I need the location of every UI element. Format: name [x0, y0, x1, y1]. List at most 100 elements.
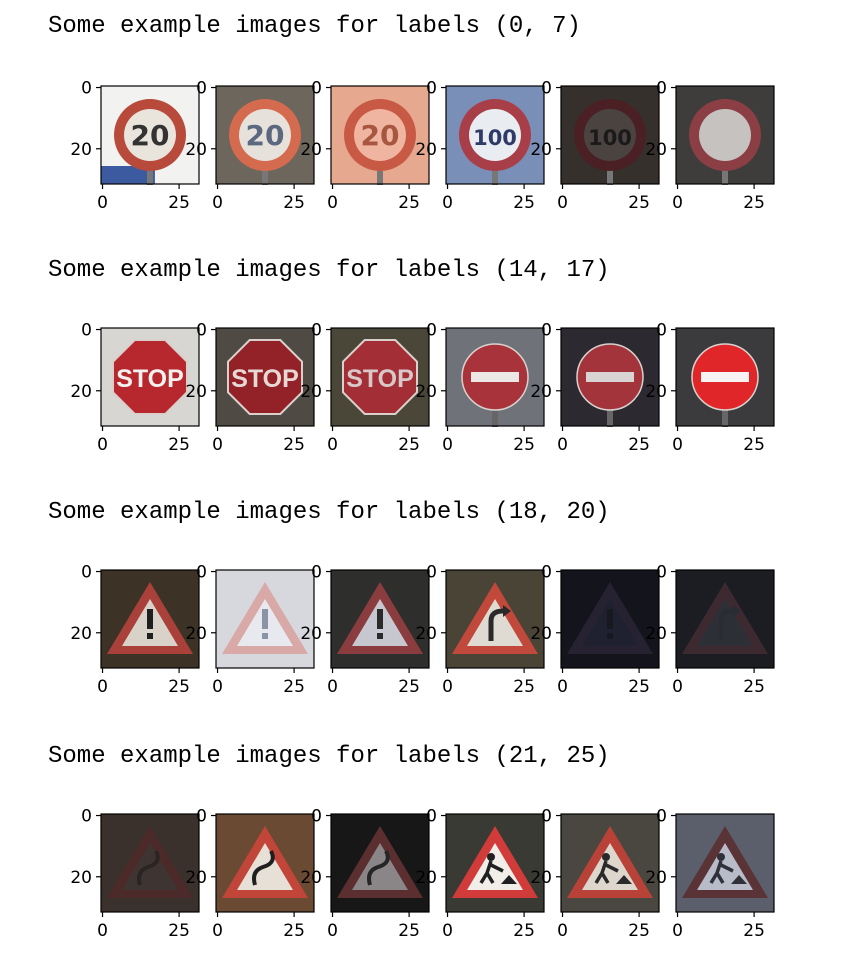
- curve-arrowhead: [733, 605, 741, 617]
- axes-frame: [330, 327, 430, 427]
- axes-frame: [560, 327, 660, 427]
- sign-pole: [377, 165, 383, 185]
- sign-pole: [607, 165, 613, 185]
- y-tick-label: 0: [311, 321, 322, 341]
- sign-face: [124, 109, 176, 161]
- curve-arrow: [488, 608, 504, 641]
- x-tick-label: 0: [442, 193, 453, 213]
- x-tick-label: 25: [283, 435, 305, 455]
- sign-pole: [147, 165, 153, 185]
- sign-face: [354, 109, 406, 161]
- x-tick-label: 25: [628, 921, 650, 941]
- x-tick-label: 0: [557, 193, 568, 213]
- axes-frame: [445, 327, 545, 427]
- warning-face: [467, 599, 523, 646]
- double-curve-symbol: [252, 850, 275, 886]
- double-curve-symbol: [367, 850, 390, 886]
- y-tick-label: 0: [311, 79, 322, 99]
- axes-frame: [560, 813, 660, 913]
- axes-frame: [330, 813, 430, 913]
- exclaim-dot: [607, 633, 613, 639]
- y-tick-label: 20: [70, 868, 92, 888]
- x-tick-label: 25: [168, 435, 190, 455]
- axes-frame: [675, 327, 775, 427]
- worker-body: [479, 860, 504, 884]
- axes-frame: [330, 569, 430, 669]
- axes-frame: [215, 813, 315, 913]
- x-tick-label: 0: [97, 435, 108, 455]
- y-tick-label: 20: [530, 140, 552, 160]
- worker-head: [487, 853, 495, 861]
- noentry-bar: [586, 372, 634, 382]
- y-tick-label: 20: [415, 382, 437, 402]
- y-tick-label: 20: [300, 140, 322, 160]
- x-tick-label: 0: [97, 193, 108, 213]
- y-tick-label: 20: [70, 624, 92, 644]
- y-tick-label: 20: [300, 624, 322, 644]
- worker-body: [594, 860, 619, 884]
- x-tick-label: 0: [327, 435, 338, 455]
- axes-frame: [445, 813, 545, 913]
- y-tick-label: 20: [645, 624, 667, 644]
- axes-frame: [330, 85, 430, 185]
- sign-text: 20: [246, 119, 285, 152]
- y-tick-label: 0: [541, 807, 552, 827]
- axes-frame: [215, 327, 315, 427]
- axes-frame: [675, 85, 775, 185]
- x-tick-label: 25: [168, 677, 190, 697]
- x-tick-label: 0: [327, 677, 338, 697]
- y-tick-label: 20: [415, 624, 437, 644]
- exclaim-stroke: [147, 609, 153, 629]
- noentry-bar: [471, 372, 519, 382]
- double-curve-symbol: [137, 850, 160, 886]
- x-tick-label: 25: [168, 193, 190, 213]
- y-tick-label: 20: [530, 382, 552, 402]
- row-1: Some example images for labels (14, 17)S…: [48, 257, 775, 455]
- x-tick-label: 25: [513, 921, 535, 941]
- sign-face: [699, 109, 751, 161]
- y-tick-label: 20: [185, 868, 207, 888]
- row-title: Some example images for labels (21, 25): [48, 743, 610, 770]
- y-tick-label: 20: [300, 868, 322, 888]
- sign-pole: [492, 407, 498, 427]
- y-tick-label: 0: [656, 321, 667, 341]
- y-tick-label: 0: [541, 321, 552, 341]
- row-2: Some example images for labels (18, 20) 0…: [48, 499, 775, 697]
- y-tick-label: 20: [530, 624, 552, 644]
- sign-pole: [607, 407, 613, 427]
- y-tick-label: 0: [426, 321, 437, 341]
- axes-frame: [100, 85, 200, 185]
- warning-face: [697, 599, 753, 646]
- x-tick-label: 0: [327, 921, 338, 941]
- stop-octagon: [342, 339, 418, 415]
- sign-pole: [722, 407, 728, 427]
- sign-pole: [492, 165, 498, 185]
- x-tick-label: 0: [97, 921, 108, 941]
- stop-octagon: [112, 339, 188, 415]
- axes-frame: [100, 327, 200, 427]
- exclaim-dot: [262, 633, 268, 639]
- x-tick-label: 0: [97, 677, 108, 697]
- row-title: Some example images for labels (18, 20): [48, 499, 610, 526]
- axes-frame: [445, 569, 545, 669]
- x-tick-label: 25: [398, 193, 420, 213]
- worker-head: [602, 853, 610, 861]
- sign-face: [469, 109, 521, 161]
- sign-pole: [722, 165, 728, 185]
- x-tick-label: 25: [513, 677, 535, 697]
- x-tick-label: 0: [442, 435, 453, 455]
- x-tick-label: 25: [743, 435, 765, 455]
- y-tick-label: 0: [656, 563, 667, 583]
- y-tick-label: 20: [185, 382, 207, 402]
- sign-text: STOP: [116, 365, 184, 393]
- x-tick-label: 0: [212, 921, 223, 941]
- y-tick-label: 0: [426, 563, 437, 583]
- axes-frame: [100, 569, 200, 669]
